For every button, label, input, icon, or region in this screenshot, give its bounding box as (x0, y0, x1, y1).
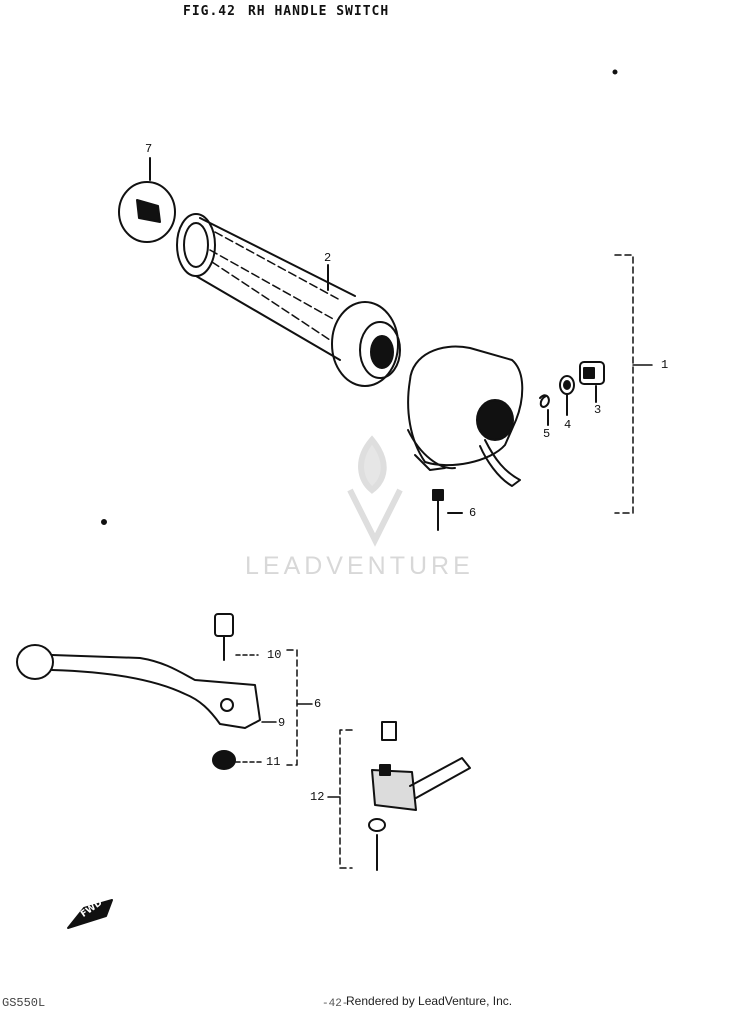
callout-4: 4 (564, 418, 572, 432)
model-code: GS550L (2, 996, 46, 1010)
grip-end-cap-part (118, 157, 176, 243)
figure-title: FIG.42 RH HANDLE SWITCH (183, 4, 401, 19)
spring-part (539, 394, 550, 408)
brake-lever-part (16, 644, 261, 729)
render-credit: Rendered by LeadVenture, Inc. (346, 994, 513, 1008)
callout-5: 5 (543, 427, 551, 441)
callout-2: 2 (324, 251, 332, 265)
callout-3: 3 (594, 403, 602, 417)
page-number: -42- (322, 998, 349, 1010)
washer-part (559, 375, 575, 395)
watermark-text: LEADVENTURE (245, 552, 474, 580)
callout-11: 11 (266, 755, 281, 769)
assembly-bracket-12 (339, 729, 353, 869)
assembly-bracket-6 (286, 649, 298, 766)
callout-10: 10 (267, 648, 282, 662)
screw-part (432, 489, 463, 531)
cable-adjuster-part (579, 361, 605, 385)
assembly-bracket-1 (614, 254, 634, 514)
throttle-grip-part (176, 213, 401, 387)
forward-direction-arrow (67, 899, 113, 929)
stray-dot (101, 519, 107, 525)
callout-12: 12 (310, 790, 325, 804)
lever-bolt-part (214, 613, 234, 661)
watermark-logo (347, 435, 403, 547)
brake-switch-part (368, 721, 471, 871)
lever-nut-part (212, 750, 236, 770)
callout-7: 7 (145, 142, 153, 156)
figure-name: RH HANDLE SWITCH (247, 4, 390, 19)
callout-6-screw: 6 (469, 506, 477, 520)
figure-number: FIG.42 (183, 4, 236, 19)
stray-dot (612, 69, 618, 75)
switch-housing-part (407, 345, 524, 487)
callout-6-lever: 6 (314, 697, 322, 711)
callout-1: 1 (661, 358, 669, 372)
callout-9: 9 (278, 716, 286, 730)
